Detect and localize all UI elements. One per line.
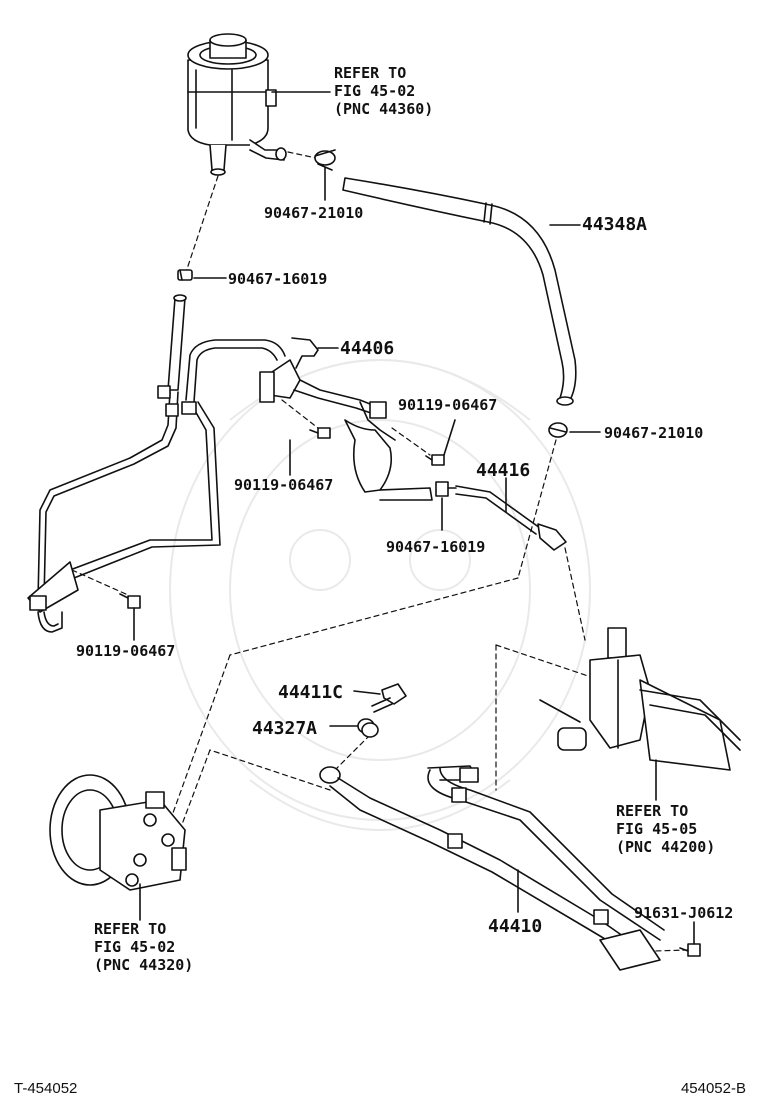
clamp-mid <box>435 481 457 497</box>
label-reservoir-ref-2: FIG 45-02 <box>334 82 415 100</box>
pressure-hose <box>319 765 665 971</box>
label-bolt-mid-left: 90119-06467 <box>234 476 333 494</box>
return-pipe <box>27 339 286 633</box>
label-gear-ref-2: FIG 45-05 <box>616 820 697 838</box>
clamp-left <box>177 269 193 281</box>
label-reservoir-ref-1: REFER TO <box>334 64 406 82</box>
labels: REFER TO FIG 45-02 (PNC 44360) 90467-210… <box>76 64 733 974</box>
left-hose <box>167 297 186 391</box>
clamp-right <box>548 422 568 438</box>
label-bolt-bottom: 91631-J0612 <box>634 904 733 922</box>
reservoir <box>187 33 287 176</box>
label-clamp-top: 90467-21010 <box>264 204 363 222</box>
label-pipe-right: 44416 <box>476 460 530 481</box>
label-pump-ref-2: FIG 45-02 <box>94 938 175 956</box>
label-clamp-right: 90467-21010 <box>604 424 703 442</box>
pipe-44416 <box>455 485 567 551</box>
bolt-mid-right <box>425 454 445 466</box>
leader-bolt-mid-right <box>443 419 456 456</box>
label-pressure-hose: 44410 <box>488 916 542 937</box>
label-pump-ref-3: (PNC 44320) <box>94 956 193 974</box>
label-pipe-upper: 44406 <box>340 338 394 359</box>
label-bolt-lower-left: 90119-06467 <box>76 642 175 660</box>
dashed-guides <box>71 151 689 953</box>
label-bolt-mid-right: 90119-06467 <box>398 396 497 414</box>
label-union-bolt: 44411C <box>278 682 343 703</box>
bolt-mid-left <box>309 427 331 439</box>
gasket <box>357 718 379 738</box>
label-clamp-mid: 90467-16019 <box>386 538 485 556</box>
pipe-bracket-44406 <box>259 337 433 501</box>
bolt-lower-left <box>119 593 141 609</box>
label-clamp-left: 90467-16019 <box>228 270 327 288</box>
clamp-top <box>314 149 336 171</box>
label-hose-return: 44348A <box>582 214 647 235</box>
figure-code-left: T-454052 <box>14 1080 78 1097</box>
label-reservoir-ref-3: (PNC 44360) <box>334 100 433 118</box>
label-pump-ref-1: REFER TO <box>94 920 166 938</box>
label-gear-ref-1: REFER TO <box>616 802 688 820</box>
steering-gear <box>539 627 741 771</box>
label-gear-ref-3: (PNC 44200) <box>616 838 715 856</box>
figure-code-right: 454052-B <box>680 1080 746 1097</box>
return-hose <box>342 177 577 401</box>
leader-union-bolt <box>353 690 381 695</box>
union-bolt <box>371 683 407 713</box>
label-gasket: 44327A <box>252 718 317 739</box>
pump <box>49 774 187 891</box>
